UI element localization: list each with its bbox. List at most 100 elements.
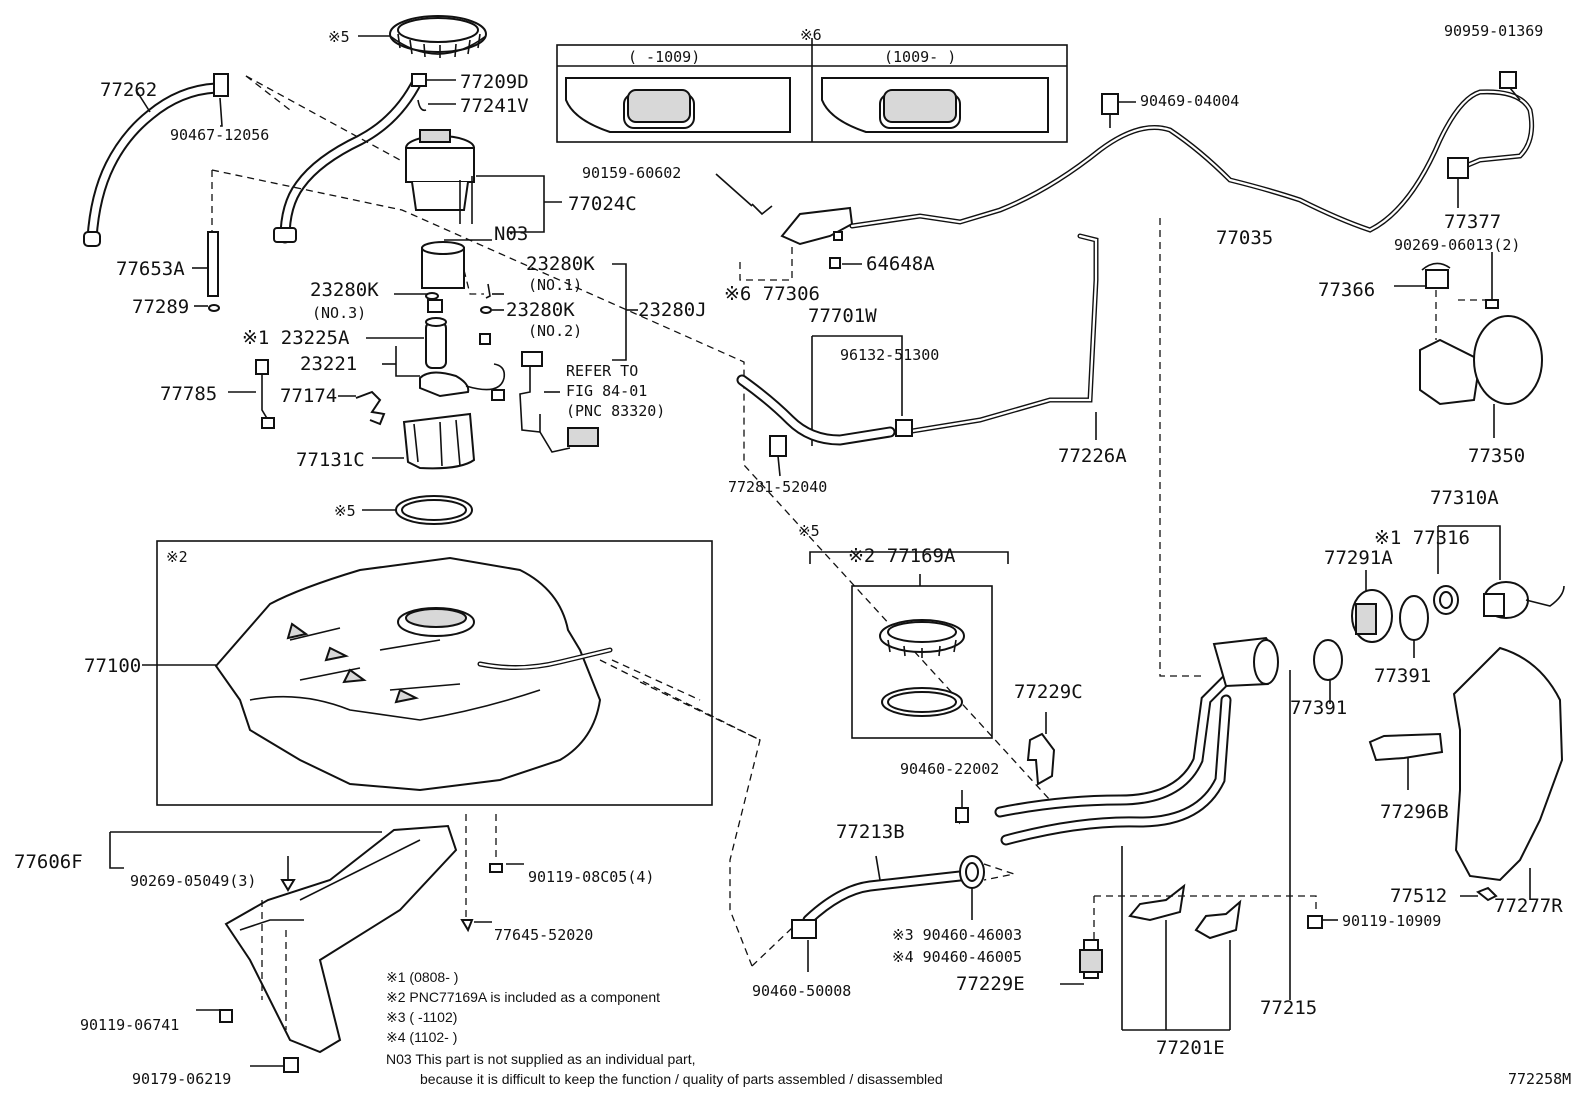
fuel-lid-part [1419,315,1543,406]
label-range-left: ( -1009) [628,48,700,66]
fuel-filter-part [421,239,492,289]
fuel-pump-part [425,317,447,369]
filler-pipe-part [994,636,1279,846]
label-77391-right: 77391 [1374,665,1431,687]
connector-bracket-part [355,390,386,426]
label-77645-52020: 77645-52020 [494,926,593,944]
label-77024C: 77024C [568,193,637,215]
label-90269-05049: 90269-05049(3) [130,872,256,890]
label-77209D: 77209D [460,71,529,93]
refer-line-1: REFER TO [566,362,638,380]
label-no3: (NO.3) [312,304,366,322]
gasket-77391-part [1399,595,1429,641]
wire-harness-part [255,359,275,429]
label-23221: 23221 [300,353,357,375]
label-90119-10909: 90119-10909 [1342,912,1441,930]
label-77281-52040: 77281-52040 [728,478,827,496]
label-23280K-no2: 23280K [506,299,575,321]
label-90460-46003: ※3 90460-46003 [892,926,1022,944]
label-note5-kit: ※5 [798,522,820,540]
note-2: ※2 PNC77169A is included as a component [386,989,660,1005]
label-77035: 77035 [1216,227,1273,249]
label-23280K-no1: 23280K [526,253,595,275]
fuel-cap-part [1433,581,1565,619]
filler-neck-part [1351,589,1393,643]
label-77229E: 77229E [956,973,1025,995]
label-90159-60602: 90159-60602 [582,164,681,182]
label-77310A: 77310A [1430,487,1499,509]
label-77366: 77366 [1318,279,1375,301]
breather-tube-part [738,376,894,444]
label-77296B: 77296B [1380,801,1449,823]
label-77229C: 77229C [1014,681,1083,703]
sub-tank-part [402,412,476,470]
drawing-id: 772258M [1508,1070,1571,1088]
label-77391-left: 77391 [1290,697,1347,719]
label-90460-22002: 90460-22002 [900,760,999,778]
filler-pipe-bracket-part [1128,883,1242,940]
heat-insulator-part [224,824,458,1054]
clamp-77229C-part [1026,732,1056,786]
label-77606F: 77606F [14,851,83,873]
label-note5-ring: ※5 [334,502,356,520]
return-hose-part [273,73,427,244]
vent-tube-part [207,231,219,297]
label-77174: 77174 [280,385,337,407]
label-90460-46005: ※4 90460-46005 [892,948,1022,966]
lock-ring-part [389,15,487,58]
label-77213B: 77213B [836,821,905,843]
label-77131C: 77131C [296,449,365,471]
note-3: ※3 ( -1102) [386,1009,457,1025]
filler-bracket-part [1368,732,1444,762]
label-77701W: 77701W [808,305,877,327]
filler-hose-part [804,872,964,924]
label-23280K-no3: 23280K [310,279,379,301]
label-77512: 77512 [1390,885,1447,907]
label-90269-06013: 90269-06013(2) [1394,236,1520,254]
label-77100: 77100 [84,655,141,677]
breather-hose-part [83,73,229,247]
label-77291A: 77291A [1324,547,1393,569]
label-23280J: 23280J [638,299,707,321]
label-90460-50008: 90460-50008 [752,982,851,1000]
clamp-77229E-part [1079,939,1103,979]
opener-switch-box [556,44,1068,143]
pump-bracket-part [419,371,470,398]
label-77226A: 77226A [1058,445,1127,467]
label-77653A: 77653A [116,258,185,280]
label-77316: ※1 77316 [1374,527,1470,549]
opener-lever-part [751,203,854,269]
label-note5-top: ※5 [328,28,350,46]
label-23225A: ※1 23225A [242,327,350,349]
refer-line-3: (PNC 83320) [566,402,665,420]
label-77262: 77262 [100,79,157,101]
label-77785: 77785 [160,383,217,405]
label-77215: 77215 [1260,997,1317,1019]
label-77289: 77289 [132,296,189,318]
label-77169A: ※2 77169A [848,545,956,567]
refer-line-2: FIG 84-01 [566,382,647,400]
opener-cable-part [850,90,1533,232]
note-n03-line1: N03 This part is not supplied as an indi… [386,1051,695,1067]
label-no1: (NO.1) [528,276,582,294]
label-77201E: 77201E [1156,1037,1225,1059]
label-77377: 77377 [1444,211,1501,233]
label-90119-08C05: 90119-08C05(4) [528,868,654,886]
note-4: ※4 (1102- ) [386,1029,457,1045]
label-90179-06219: 90179-06219 [132,1070,231,1088]
filler-protector-part [1452,646,1564,882]
note-n03-line2: because it is difficult to keep the func… [420,1071,943,1087]
fuel-pump-module-part [405,129,475,224]
label-range-right: (1009- ) [884,48,956,66]
vent-tube-77226A-part [904,234,1098,434]
label-77241V: 77241V [460,95,529,117]
label-77350: 77350 [1468,445,1525,467]
label-90959-01369: 90959-01369 [1444,22,1543,40]
label-90467-12056: 90467-12056 [170,126,269,144]
fuel-tank-part [214,556,613,792]
label-96132-51300: 96132-51300 [840,346,939,364]
sender-gauge-part [519,351,599,453]
label-note2-box: ※2 [166,548,188,566]
label-N03: N03 [494,223,528,245]
